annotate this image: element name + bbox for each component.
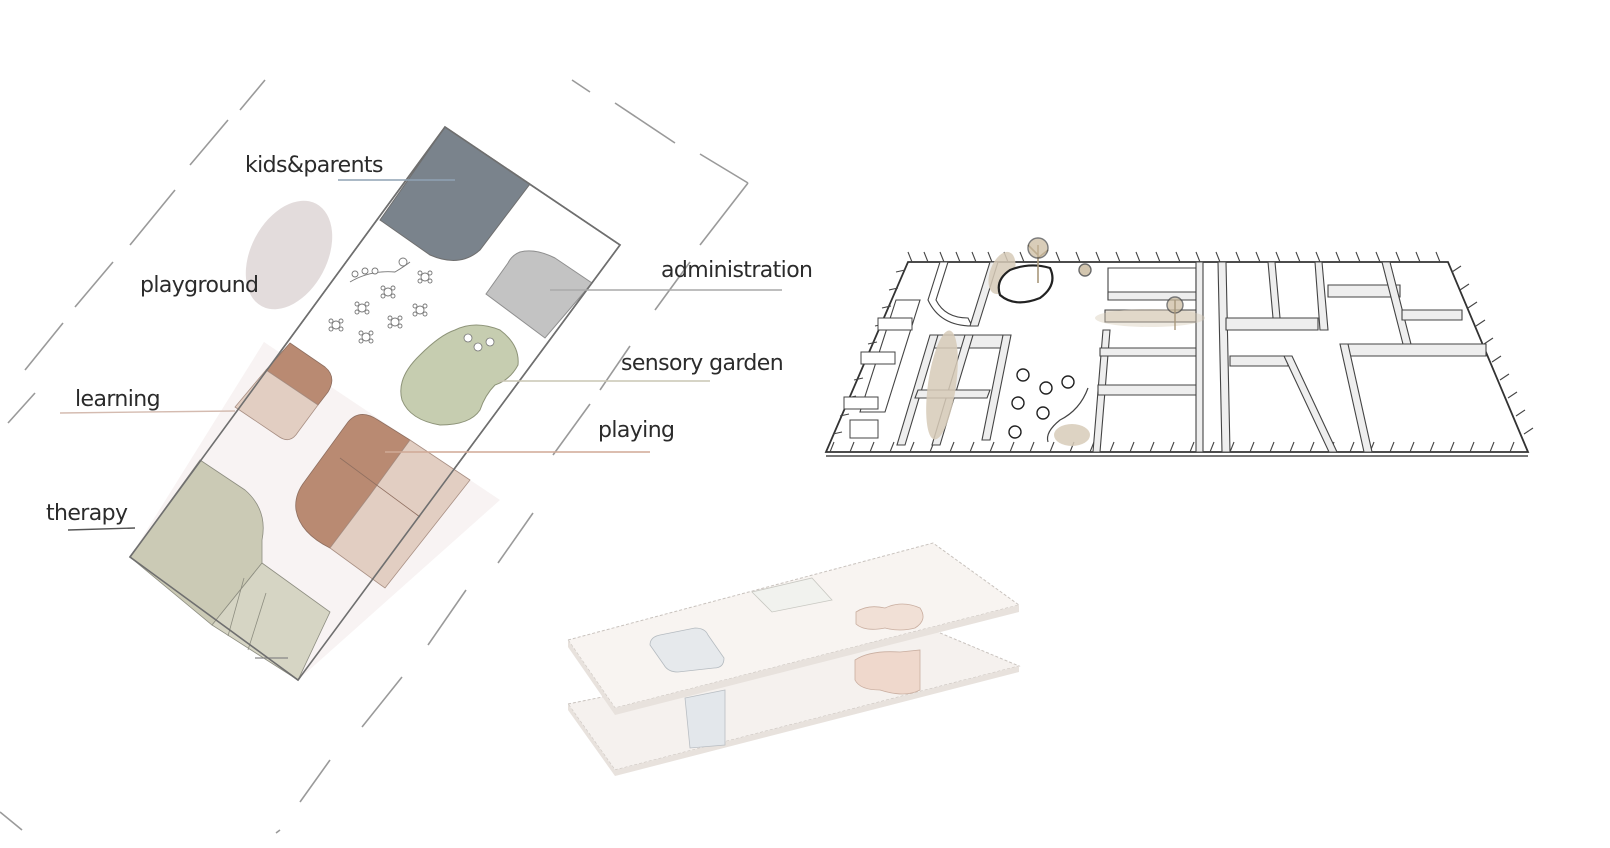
label-playing: playing: [598, 418, 674, 443]
garden-trees: [463, 333, 495, 352]
site-boundary: [0, 79, 749, 834]
wall-hatching: [829, 251, 1534, 453]
label-administration: administration: [661, 258, 812, 283]
opening-blue: [649, 627, 725, 673]
floor-plan-3d: [824, 237, 1534, 457]
planter: [997, 237, 1184, 330]
round-tables: [1008, 368, 1075, 439]
label-kids-parents: kids&parents: [245, 153, 383, 178]
stack-diagram: [567, 542, 1021, 776]
zone-playing-light: [329, 439, 471, 589]
label-learning: learning: [75, 387, 160, 412]
void-pink: [854, 649, 921, 695]
label-sensory-garden: sensory garden: [621, 351, 783, 376]
zone-administration: [485, 250, 593, 339]
void-stair: [684, 689, 726, 749]
interior-walls: [859, 261, 1487, 453]
zone-sensory-garden: [400, 324, 519, 426]
leader-lines: [59, 179, 782, 531]
opening-pink: [855, 603, 924, 631]
label-therapy: therapy: [46, 501, 128, 526]
lockers: [843, 317, 913, 439]
zone-learning-light: [234, 369, 319, 441]
curved-bench: [1046, 387, 1089, 443]
zone-learning-dark: [265, 342, 333, 406]
table-furniture: [328, 257, 433, 344]
opening-light: [751, 577, 833, 613]
tree-icon: [1027, 237, 1049, 259]
label-playground: playground: [140, 273, 258, 298]
zone-playground: [245, 200, 333, 310]
zone-kids-parents: [379, 126, 531, 261]
site-plan: kids&parents playground administration s…: [0, 79, 813, 834]
zone-playing-dark: [295, 414, 411, 549]
beige-zones: [926, 251, 1205, 446]
